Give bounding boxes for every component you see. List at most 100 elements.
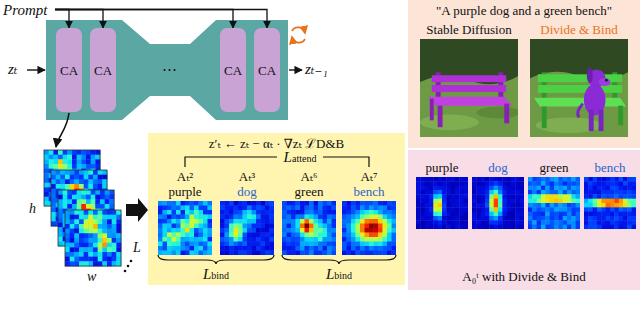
heat-cell (360, 201, 365, 206)
heatmap-layer (58, 190, 114, 246)
heat-cell (593, 186, 598, 191)
heat-cell (438, 190, 443, 195)
heat-cell (84, 210, 89, 215)
heat-cell (554, 199, 559, 204)
heat-cell (243, 215, 248, 220)
map-symbol: Aₜ⁷ (360, 169, 377, 184)
heat-cell (70, 179, 75, 184)
heat-cell (81, 155, 86, 160)
heat-cell (314, 246, 319, 251)
heat-cell (327, 237, 332, 242)
heat-cell (541, 220, 546, 225)
heat-cell (261, 201, 266, 206)
heat-cell (327, 233, 332, 238)
heat-cell (554, 190, 559, 195)
heat-cell (593, 207, 598, 212)
heat-cell (309, 242, 314, 247)
heat-cell (181, 206, 186, 211)
heat-cell (502, 212, 507, 217)
heat-cell (74, 224, 79, 229)
heat-cell (554, 194, 559, 199)
heat-cell (425, 203, 430, 208)
heat-cell (70, 170, 75, 175)
heat-cell (597, 212, 602, 217)
update-formula: z′ₜ ← zₜ − αₜ · ∇zₜ ℒD&B (209, 136, 344, 151)
heat-cell (532, 207, 537, 212)
heat-cell (438, 194, 443, 199)
heat-cell (265, 219, 270, 224)
heat-cell (300, 228, 305, 233)
heat-cell (515, 212, 520, 217)
heat-cell (51, 179, 56, 184)
heat-cell (571, 203, 576, 208)
prompt-arrow (55, 10, 267, 29)
heat-cell (545, 190, 550, 195)
heat-cell (342, 251, 347, 256)
heat-cell (91, 204, 96, 209)
heat-cell (476, 186, 481, 191)
heat-cell (623, 225, 628, 229)
heat-cell (107, 238, 112, 243)
heat-cell (416, 194, 421, 199)
heat-cell (98, 238, 103, 243)
heat-cell (300, 242, 305, 247)
heat-cell (247, 237, 252, 242)
heat-cell (332, 242, 337, 247)
heat-cell (442, 186, 447, 191)
heat-cell (220, 228, 225, 233)
heat-cell (528, 181, 533, 186)
heat-cell (489, 199, 494, 204)
heat-cell (451, 225, 456, 229)
heat-cell (220, 224, 225, 229)
heat-cell (74, 219, 79, 224)
heat-cell (614, 203, 619, 208)
heat-cell (429, 207, 434, 212)
heat-cell (93, 210, 98, 215)
loss-label: Lbind (326, 266, 352, 284)
heat-cell (614, 181, 619, 186)
heat-cell (56, 175, 61, 180)
heat-cell (485, 199, 490, 204)
heat-cell (416, 177, 421, 182)
heat-cell (425, 181, 430, 186)
heat-cell (238, 246, 243, 251)
heat-cell (365, 219, 370, 224)
heat-cell (472, 207, 477, 212)
heat-cell (70, 229, 75, 234)
heat-cell (584, 181, 589, 186)
heat-cell (282, 237, 287, 242)
heat-cell (74, 175, 79, 180)
heat-cell (627, 194, 632, 199)
heat-cell (347, 201, 352, 206)
heat-cell (545, 199, 550, 204)
heat-cell (296, 251, 301, 256)
heat-cell (102, 238, 107, 243)
heat-cell (378, 206, 383, 211)
heat-cell (420, 212, 425, 217)
heat-cell (172, 228, 177, 233)
dimension-label: w (87, 269, 96, 285)
heat-cell (93, 175, 98, 180)
heat-cell (563, 194, 568, 199)
heat-cell (541, 186, 546, 191)
heat-cell (374, 219, 379, 224)
token-word: bench (594, 160, 625, 175)
heat-cell (112, 252, 117, 257)
heat-cell (63, 195, 68, 200)
heatmap-layer (65, 210, 121, 266)
heat-cell (481, 220, 486, 225)
heat-cell (347, 219, 352, 224)
heat-cell (49, 150, 54, 155)
heat-cell (98, 179, 103, 184)
heat-cell (442, 190, 447, 195)
heat-cell (425, 199, 430, 204)
heat-cell (438, 216, 443, 221)
heat-cell (528, 190, 533, 195)
heat-cell (438, 177, 443, 182)
heat-cell (305, 206, 310, 211)
heat-cell (270, 201, 275, 206)
heat-cell (378, 224, 383, 229)
heat-cell (360, 219, 365, 224)
heat-cell (369, 237, 374, 242)
heat-cell (545, 186, 550, 191)
